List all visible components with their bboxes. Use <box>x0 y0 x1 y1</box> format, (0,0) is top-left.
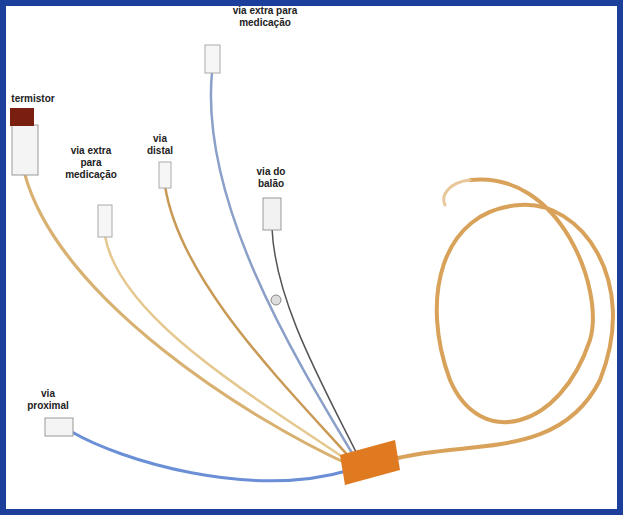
part-label: via extra para medicação <box>62 145 120 181</box>
part-label: termistor <box>2 93 64 105</box>
part-label: via distal <box>140 133 180 157</box>
part-label: via proximal <box>20 388 76 412</box>
part-label: via extra para medicação <box>222 5 308 29</box>
part-label: via do balão <box>248 166 294 190</box>
